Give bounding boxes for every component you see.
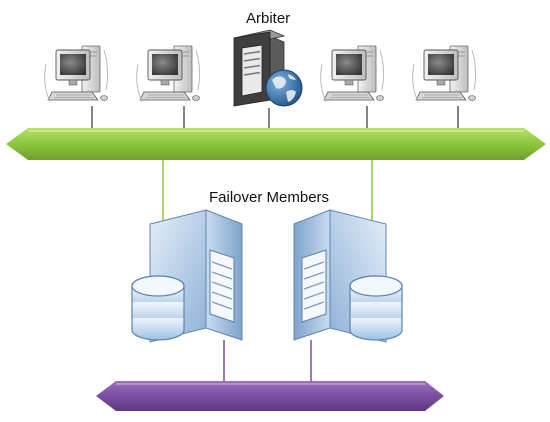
storage-bus: [96, 381, 444, 411]
arbiter-label: Arbiter: [246, 10, 291, 27]
client-connectors: [91, 106, 459, 128]
network-bus: [6, 128, 546, 160]
storage-connectors: [223, 340, 312, 382]
globe-icon: [265, 69, 303, 107]
client-workstation: [44, 45, 109, 103]
failover-member-left: [131, 209, 243, 343]
client-workstation: [320, 45, 385, 103]
failover-members-label: Failover Members: [209, 189, 330, 206]
arbiter-server: [232, 29, 303, 107]
client-workstation: [136, 45, 201, 103]
client-workstation: [412, 45, 477, 103]
database-icon: [131, 275, 185, 341]
failover-connectors: [162, 160, 373, 225]
database-icon: [349, 275, 403, 341]
